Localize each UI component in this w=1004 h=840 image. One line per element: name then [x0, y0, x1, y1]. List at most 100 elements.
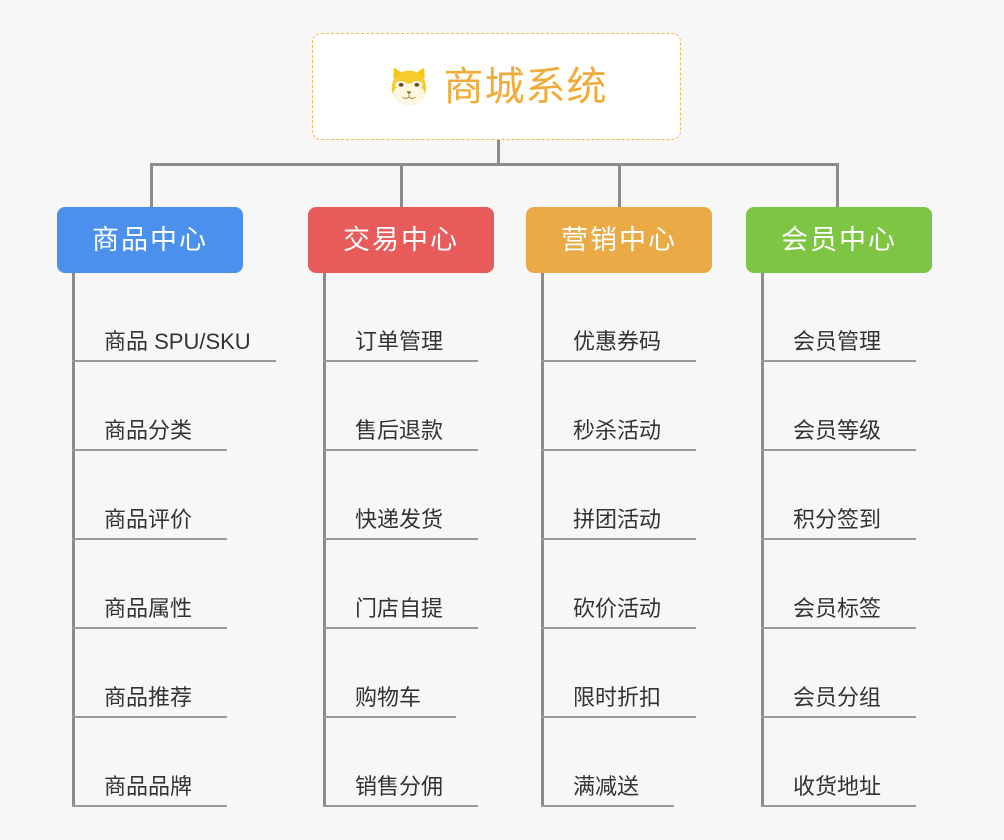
category-column-trade: 交易中心 订单管理 售后退款 快递发货 门店自提 购物车 — [308, 207, 494, 807]
leaf-list-marketing: 优惠券码 秒杀活动 拼团活动 砍价活动 限时折扣 满减送 — [541, 273, 761, 807]
connector-drop-3 — [618, 163, 621, 208]
list-item[interactable]: 门店自提 — [323, 540, 543, 629]
list-item[interactable]: 满减送 — [541, 718, 761, 807]
list-item[interactable]: 积分签到 — [761, 451, 981, 540]
category-header-trade[interactable]: 交易中心 — [308, 207, 494, 273]
list-item[interactable]: 会员分组 — [761, 629, 981, 718]
leaf-label: 快递发货 — [355, 507, 444, 532]
connector-drop-2 — [400, 163, 403, 208]
list-item[interactable]: 限时折扣 — [541, 629, 761, 718]
leaf-label: 商品推荐 — [104, 685, 193, 710]
leaf-underline — [761, 449, 916, 451]
leaf-underline — [323, 360, 478, 362]
leaf-underline — [541, 538, 696, 540]
column-spine-member — [761, 273, 764, 807]
category-column-member: 会员中心 会员管理 会员等级 积分签到 会员标签 会员分组 — [746, 207, 932, 807]
leaf-underline — [72, 449, 227, 451]
leaf-underline — [761, 627, 916, 629]
leaf-label: 满减送 — [573, 774, 640, 799]
column-spine-product — [72, 273, 75, 807]
leaf-label: 订单管理 — [355, 329, 444, 354]
leaf-label: 拼团活动 — [573, 507, 662, 532]
category-column-product: 商品中心 商品 SPU/SKU 商品分类 商品评价 商品属性 商品推荐 — [57, 207, 276, 807]
list-item[interactable]: 会员管理 — [761, 273, 981, 362]
column-spine-trade — [323, 273, 326, 807]
leaf-label: 限时折扣 — [573, 685, 662, 710]
list-item[interactable]: 商品分类 — [72, 362, 292, 451]
leaf-underline — [323, 716, 456, 718]
leaf-underline — [541, 716, 696, 718]
leaf-label: 砍价活动 — [573, 596, 662, 621]
leaf-label: 收货地址 — [793, 774, 882, 799]
list-item[interactable]: 销售分佣 — [323, 718, 543, 807]
connector-drop-4 — [836, 163, 839, 208]
leaf-underline — [541, 805, 674, 807]
list-item[interactable]: 商品评价 — [72, 451, 292, 540]
leaf-underline — [541, 360, 696, 362]
leaf-underline — [72, 627, 227, 629]
list-item[interactable]: 收货地址 — [761, 718, 981, 807]
column-spine-marketing — [541, 273, 544, 807]
leaf-label: 商品品牌 — [104, 774, 193, 799]
leaf-underline — [761, 805, 916, 807]
leaf-label: 门店自提 — [355, 596, 444, 621]
list-item[interactable]: 商品品牌 — [72, 718, 292, 807]
category-header-product[interactable]: 商品中心 — [57, 207, 243, 273]
shiba-dog-face-icon — [391, 67, 426, 107]
list-item[interactable]: 拼团活动 — [541, 451, 761, 540]
leaf-underline — [761, 716, 916, 718]
leaf-label: 会员标签 — [793, 596, 882, 621]
list-item[interactable]: 砍价活动 — [541, 540, 761, 629]
leaf-label: 商品属性 — [104, 596, 193, 621]
category-header-label: 商品中心 — [92, 224, 208, 255]
leaf-underline — [72, 538, 227, 540]
list-item[interactable]: 秒杀活动 — [541, 362, 761, 451]
category-header-member[interactable]: 会员中心 — [746, 207, 932, 273]
leaf-underline — [541, 449, 696, 451]
leaf-underline — [761, 538, 916, 540]
list-item[interactable]: 售后退款 — [323, 362, 543, 451]
list-item[interactable]: 购物车 — [323, 629, 543, 718]
leaf-label: 商品分类 — [104, 418, 193, 443]
root-node-mall-system[interactable]: 商城系统 — [312, 33, 681, 140]
list-item[interactable]: 优惠券码 — [541, 273, 761, 362]
list-item[interactable]: 会员标签 — [761, 540, 981, 629]
category-header-marketing[interactable]: 营销中心 — [526, 207, 712, 273]
leaf-list-member: 会员管理 会员等级 积分签到 会员标签 会员分组 收货地址 — [761, 273, 981, 807]
list-item[interactable]: 商品推荐 — [72, 629, 292, 718]
leaf-label: 售后退款 — [355, 418, 444, 443]
leaf-underline — [72, 360, 276, 362]
leaf-list-trade: 订单管理 售后退款 快递发货 门店自提 购物车 销售分佣 — [323, 273, 543, 807]
leaf-underline — [541, 627, 696, 629]
connector-horizontal-bus — [150, 163, 839, 166]
leaf-underline — [323, 538, 478, 540]
list-item[interactable]: 会员等级 — [761, 362, 981, 451]
leaf-label: 秒杀活动 — [573, 418, 662, 443]
leaf-label: 会员等级 — [793, 418, 882, 443]
list-item[interactable]: 订单管理 — [323, 273, 543, 362]
list-item[interactable]: 商品 SPU/SKU — [72, 273, 292, 362]
category-header-label: 营销中心 — [561, 224, 677, 255]
connector-drop-1 — [150, 163, 153, 208]
leaf-underline — [323, 805, 478, 807]
leaf-list-product: 商品 SPU/SKU 商品分类 商品评价 商品属性 商品推荐 商品品牌 — [72, 273, 292, 807]
leaf-underline — [72, 716, 227, 718]
leaf-label: 购物车 — [355, 685, 422, 710]
list-item[interactable]: 商品属性 — [72, 540, 292, 629]
leaf-underline — [323, 627, 478, 629]
leaf-label: 商品评价 — [104, 507, 193, 532]
leaf-underline — [323, 449, 478, 451]
connector-root-stem — [497, 140, 500, 166]
category-column-marketing: 营销中心 优惠券码 秒杀活动 拼团活动 砍价活动 限时折扣 — [526, 207, 712, 807]
leaf-label: 积分签到 — [793, 507, 882, 532]
leaf-label: 销售分佣 — [355, 774, 444, 799]
list-item[interactable]: 快递发货 — [323, 451, 543, 540]
category-header-label: 会员中心 — [781, 224, 897, 255]
leaf-label: 会员分组 — [793, 685, 882, 710]
leaf-label: 会员管理 — [793, 329, 882, 354]
category-header-label: 交易中心 — [343, 224, 459, 255]
leaf-underline — [72, 805, 227, 807]
leaf-label: 优惠券码 — [573, 329, 662, 354]
leaf-underline — [761, 360, 916, 362]
